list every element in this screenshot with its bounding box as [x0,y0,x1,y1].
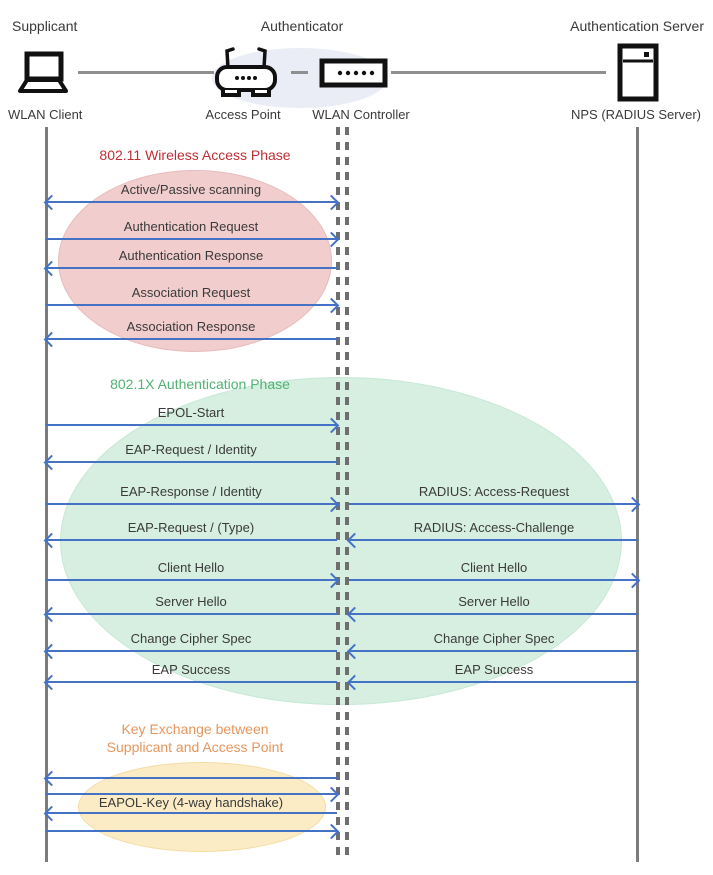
laptop-icon [11,51,75,95]
message-arrow [349,613,638,615]
message-arrow [46,579,337,581]
device-label-wlan-controller: WLAN Controller [312,107,410,122]
message-arrow [46,267,337,269]
message-label: EPOL-Start [157,405,225,420]
message-arrow [46,830,337,832]
message-arrow [46,238,337,240]
message-arrow [349,579,638,581]
message-arrow [46,613,337,615]
message-arrow [349,539,638,541]
role-label-supplicant: Supplicant [12,18,78,34]
message-label: EAP-Request / Identity [125,442,257,457]
message-label: Client Hello [460,560,528,575]
message-arrow [46,812,337,814]
message-label: RADIUS: Access-Challenge [413,520,575,535]
message-arrow [46,539,337,541]
message-arrow [46,777,337,779]
message-arrow [46,503,337,505]
connector-line [78,71,214,74]
message-label: Authentication Response [118,248,264,263]
server-icon [617,43,659,102]
message-arrow [349,650,638,652]
lifeline-authentication-server [636,127,639,862]
access-point-icon [212,45,280,100]
message-arrow [46,424,337,426]
message-label: Active/Passive scanning [120,182,262,197]
message-arrow [46,201,337,203]
wlan-controller-icon [319,58,388,88]
phase3-title-line1: Key Exchange between [121,721,269,737]
message-arrow [46,681,337,683]
message-label: Change Cipher Spec [130,631,252,646]
message-label: Client Hello [157,560,225,575]
message-arrow [349,503,638,505]
message-label: EAP Success [151,662,231,677]
connector-dash [291,71,308,74]
phase1-title: 802.11 Wireless Access Phase [99,147,291,163]
lifeline-supplicant [45,127,48,862]
lifeline-authenticator-left [336,127,340,862]
message-label: Authentication Request [123,219,259,234]
phase2-ellipse [60,377,622,705]
message-label: EAPOL-Key (4-way handshake) [98,795,284,810]
message-arrow [46,304,337,306]
phase2-title: 802.1X Authentication Phase [110,376,290,392]
message-arrow [46,338,337,340]
message-arrow [349,681,638,683]
message-arrow [46,461,337,463]
message-label: RADIUS: Access-Request [418,484,570,499]
device-label-nps: NPS (RADIUS Server) [570,107,702,122]
device-label-access-point: Access Point [205,107,281,122]
lifeline-authenticator-right [345,127,349,862]
message-arrow [46,793,337,795]
message-label: Association Response [126,319,256,334]
message-arrow [46,650,337,652]
message-label: Server Hello [155,594,227,609]
role-label-authentication-server: Authentication Server [570,18,704,34]
message-label: Server Hello [458,594,530,609]
device-label-wlan-client: WLAN Client [8,107,83,122]
role-label-authenticator: Authenticator [260,18,344,34]
phase3-title-line2: Supplicant and Access Point [106,739,284,755]
message-label: EAP Success [454,662,534,677]
connector-line [391,71,606,74]
message-label: Association Request [131,285,251,300]
message-label: EAP-Response / Identity [120,484,262,499]
message-label: Change Cipher Spec [433,631,555,646]
message-label: EAP-Request / (Type) [127,520,255,535]
